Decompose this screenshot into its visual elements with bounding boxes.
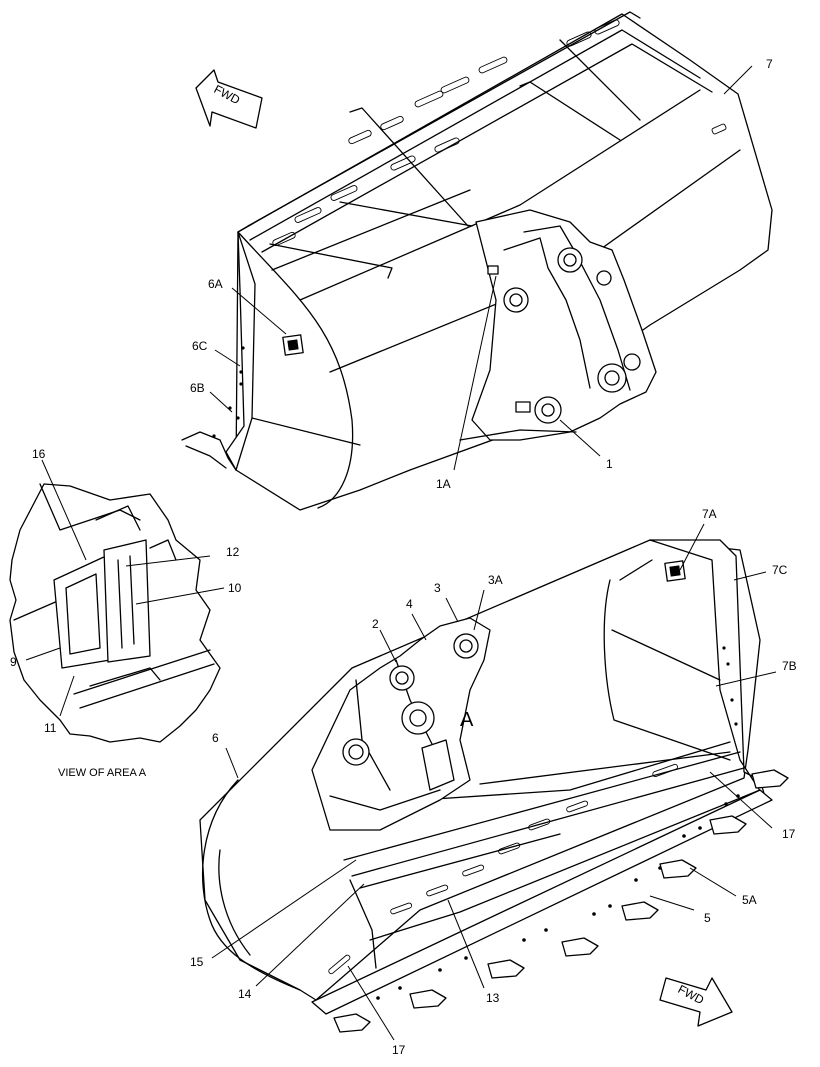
callout-6: 6 [212,731,219,745]
callout-3a: 3A [488,573,503,587]
bottom-bucket-front-view [199,539,789,1033]
callout-16: 16 [32,447,46,461]
callout-3: 3 [434,581,441,595]
callout-15: 15 [190,955,204,969]
callout-5: 5 [704,911,711,925]
view-caption: VIEW OF AREA A [58,767,147,779]
callout-5a: 5A [742,893,757,907]
top-bucket-rear-view [181,11,773,511]
area-a-marker: A [460,709,474,731]
callout-11: 11 [44,721,57,735]
top-mounting-brackets [459,209,657,441]
callout-14: 14 [238,987,252,1001]
callout-12: 12 [226,545,240,559]
callout-7b: 7B [782,659,797,673]
bottom-mounting-brackets [311,617,491,831]
callout-7: 7 [766,57,773,71]
callout-1a: 1A [436,477,451,491]
callout-17-right: 17 [782,827,796,841]
callout-7a: 7A [702,507,717,521]
fwd-arrow-bottom: FWD [659,977,733,1027]
callout-6b: 6B [190,381,205,395]
callout-10: 10 [228,581,242,595]
bucket-tips [333,769,789,1033]
callout-7c: 7C [772,563,788,577]
fwd-arrow-top: FWD [195,69,263,129]
detail-view-area-a [9,483,221,743]
callout-9: 9 [10,655,17,669]
callout-1: 1 [606,457,613,471]
callout-6a: 6A [208,277,223,291]
callout-17-bottom: 17 [392,1043,406,1057]
leader-lines [25,65,777,1041]
callout-13: 13 [486,991,500,1005]
callout-labels: 7 6A 6C 6B 1 1A 16 12 10 9 11 VIEW OF AR… [10,57,797,1057]
callout-6c: 6C [192,339,208,353]
callout-2: 2 [372,617,379,631]
callout-4: 4 [406,597,413,611]
